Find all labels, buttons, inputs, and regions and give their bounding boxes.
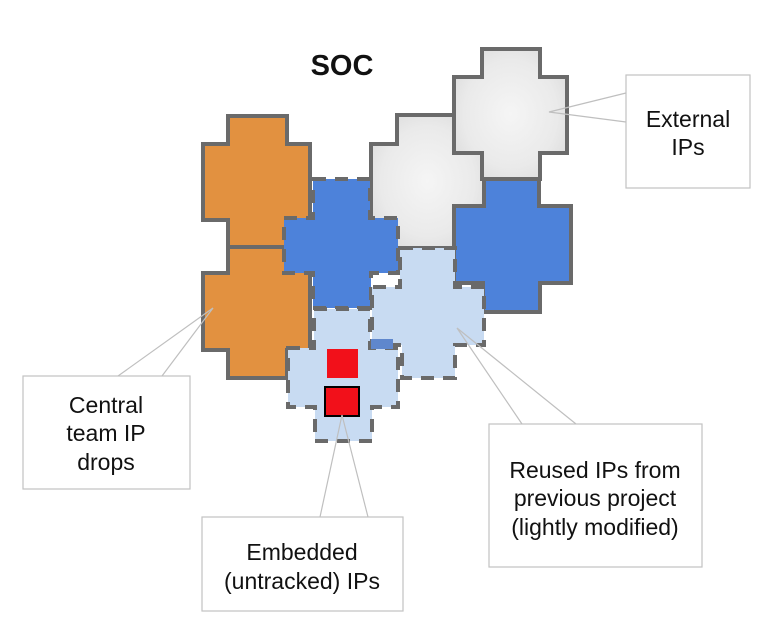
external-ips-callout-pointer	[548, 92, 627, 123]
external-ips-label-line1: External	[646, 106, 730, 132]
reused-ip-piece-center	[370, 246, 486, 380]
central-team-callout-pointer	[117, 307, 214, 377]
embedded-ip-block-1	[327, 349, 358, 378]
soc-ip-piece-left	[282, 177, 400, 310]
central-team-label-line2: team IP	[66, 420, 145, 446]
embedded-ip-block-2	[324, 386, 360, 417]
reused-ips-callout-box	[488, 423, 703, 568]
soc-ip-piece-right	[452, 177, 573, 314]
border-dash-fragment	[371, 339, 393, 349]
reused-ips-callout-pointer	[456, 327, 577, 425]
embedded-ips-label-line2: (untracked) IPs	[224, 568, 380, 594]
embedded-ips-label-line1: Embedded	[246, 539, 357, 565]
embedded-ips-callout-box	[201, 516, 404, 612]
reused-ips-label-line1: Reused IPs from	[509, 457, 680, 483]
diagram-title: SOC	[311, 50, 374, 82]
embedded-ips-callout-pointer	[319, 414, 369, 518]
external-ips-callout-box	[625, 74, 751, 189]
reused-ips-label-line2: previous project	[514, 485, 677, 511]
central-ip-piece-bottom	[201, 245, 312, 380]
central-team-label-line1: Central	[69, 392, 143, 418]
reused-ips-label-line3: (lightly modified)	[511, 514, 678, 540]
central-team-callout-box	[22, 375, 191, 490]
external-ips-label-line2: IPs	[671, 134, 704, 160]
central-team-label-line3: drops	[77, 449, 135, 475]
